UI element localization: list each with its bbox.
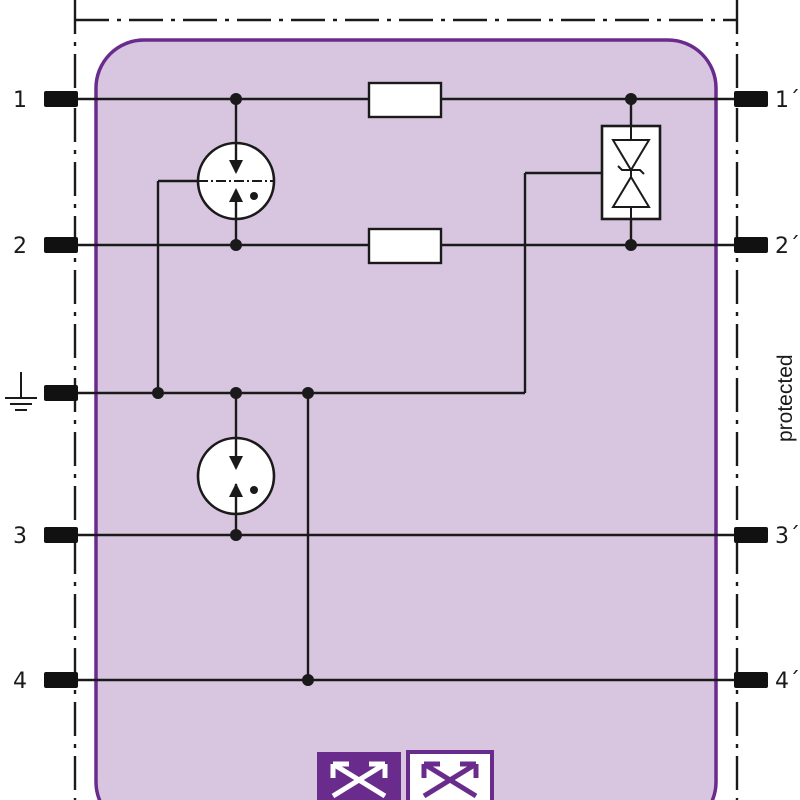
resistor-line2 <box>367 227 443 265</box>
ground-icon <box>5 372 37 411</box>
module-badge-filled <box>317 752 401 800</box>
terminal-2-prime[interactable] <box>734 237 768 253</box>
terminal-label-1: 1 <box>13 88 27 113</box>
right-terminals <box>734 91 768 688</box>
terminal-label-2: 2 <box>13 234 27 259</box>
terminal-2[interactable] <box>44 237 78 253</box>
gas-discharge-tube-upper <box>196 141 276 221</box>
terminal-label-4-prime: 4´ <box>775 669 800 694</box>
gas-discharge-tube-lower <box>196 436 276 516</box>
junction-dots <box>152 93 637 686</box>
terminal-4-prime[interactable] <box>734 672 768 688</box>
terminal-ground[interactable] <box>44 385 78 401</box>
protected-side-label: protected <box>774 354 797 442</box>
resistor-line1 <box>367 81 443 119</box>
left-terminals <box>44 91 78 688</box>
terminal-label-1-prime: 1´ <box>775 88 800 113</box>
terminal-3-prime[interactable] <box>734 527 768 543</box>
terminal-1[interactable] <box>44 91 78 107</box>
terminal-3[interactable] <box>44 527 78 543</box>
terminal-1-prime[interactable] <box>734 91 768 107</box>
module-badge-outline <box>406 750 494 800</box>
terminal-label-2-prime: 2´ <box>775 234 800 259</box>
terminal-label-4: 4 <box>13 669 27 694</box>
suppressor-diode <box>600 124 662 221</box>
terminal-label-3: 3 <box>13 524 27 549</box>
terminal-label-3-prime: 3´ <box>775 524 800 549</box>
module-body <box>94 38 718 800</box>
terminal-4[interactable] <box>44 672 78 688</box>
